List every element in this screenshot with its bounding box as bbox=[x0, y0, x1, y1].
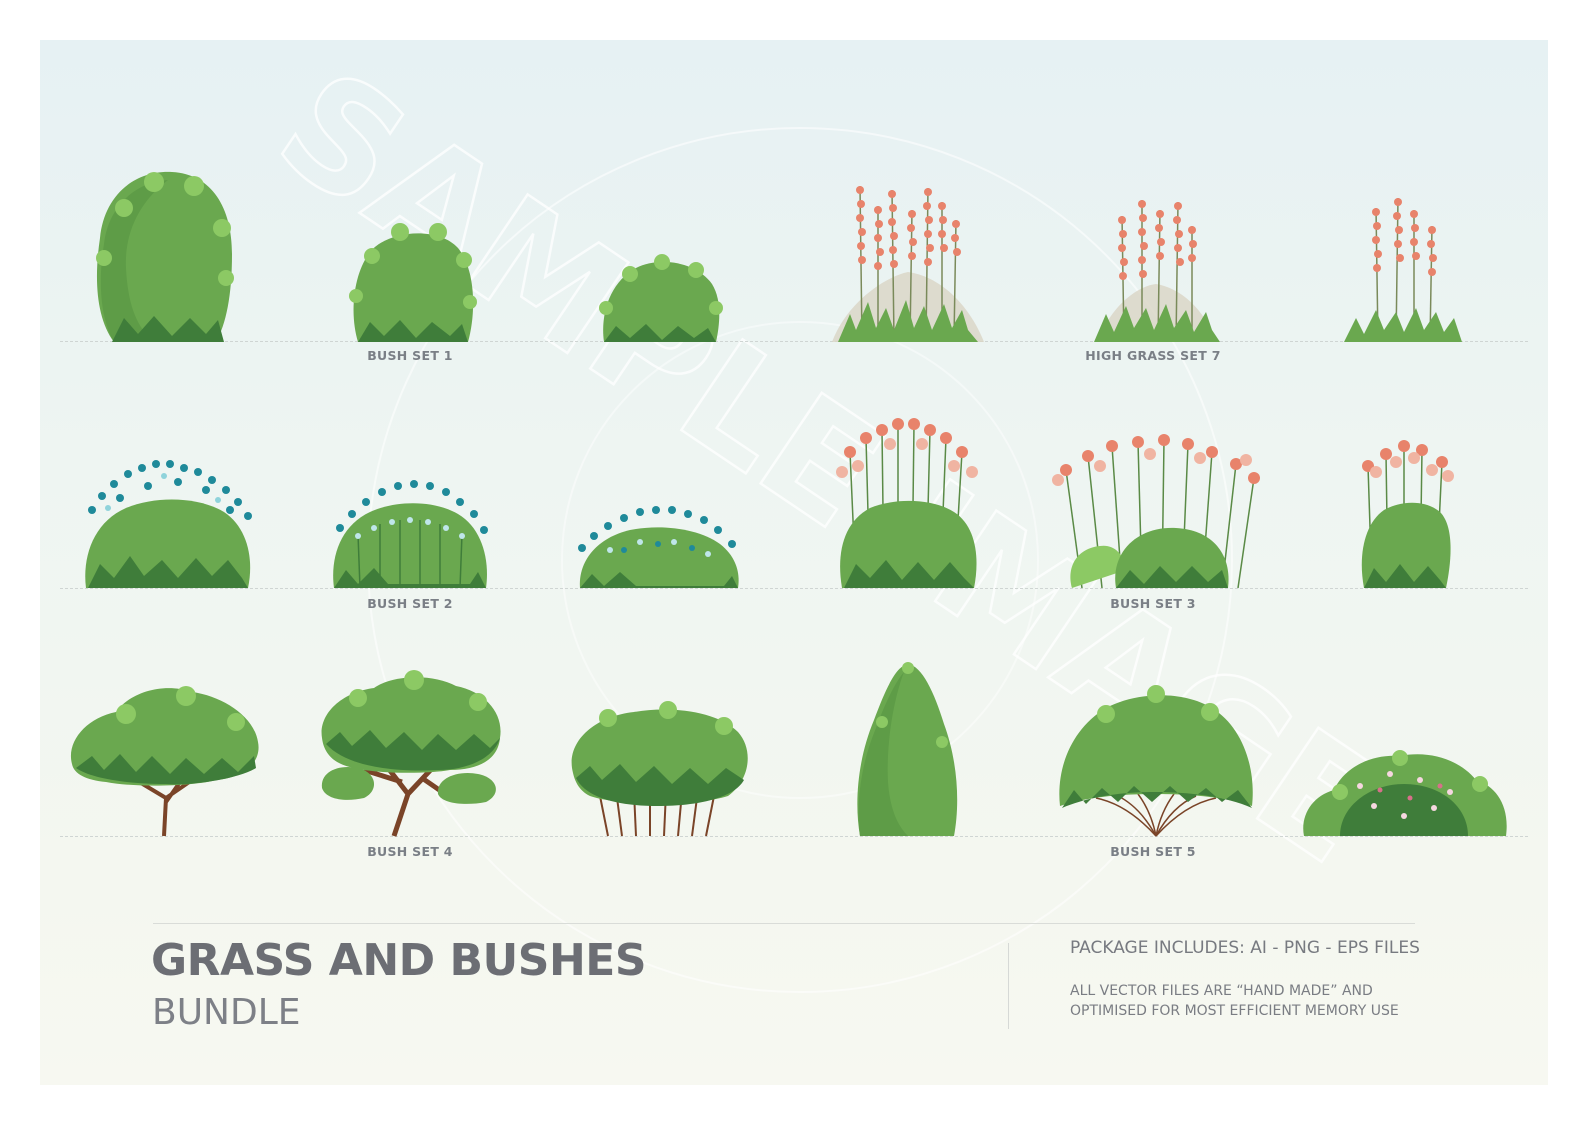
bush-coral-flowers-1 bbox=[836, 412, 982, 590]
sample-watermark: SAMPLE IMAGE bbox=[248, 40, 1409, 993]
ground-line-row2 bbox=[60, 588, 1528, 589]
bush-coral-flowers-3 bbox=[1358, 436, 1454, 590]
package-includes: PACKAGE INCLUDES: AI - PNG - EPS FILES bbox=[1070, 938, 1420, 958]
vector-note-line-1: ALL VECTOR FILES ARE “HAND MADE” AND bbox=[1070, 983, 1373, 999]
ground-line-row1 bbox=[60, 341, 1528, 342]
ground-line-row3 bbox=[60, 836, 1528, 837]
bundle-title: GRASS AND BUSHES bbox=[151, 935, 647, 986]
bush-dome-stems bbox=[1056, 685, 1256, 838]
label-bush-set-1: BUSH SET 1 bbox=[367, 348, 453, 363]
bush-tall-round bbox=[94, 168, 234, 344]
bush-teal-flowers-1 bbox=[78, 460, 258, 590]
high-grass-coral-3 bbox=[1342, 196, 1464, 344]
bush-small-round bbox=[599, 254, 723, 344]
bundle-subtitle: BUNDLE bbox=[152, 992, 301, 1033]
label-bush-set-4: BUSH SET 4 bbox=[367, 844, 453, 859]
vector-note: ALL VECTOR FILES ARE “HAND MADE” AND OPT… bbox=[1070, 981, 1450, 1021]
bush-teal-flowers-2 bbox=[330, 474, 490, 590]
footer-vertical-divider bbox=[1008, 943, 1009, 1029]
small-tree-2 bbox=[318, 670, 504, 838]
bush-low-flowering bbox=[1300, 746, 1510, 838]
label-bush-set-5: BUSH SET 5 bbox=[1110, 844, 1196, 859]
bush-coral-flowers-2 bbox=[1052, 430, 1262, 590]
bush-conical bbox=[854, 662, 960, 838]
label-high-grass-set-7: HIGH GRASS SET 7 bbox=[1085, 348, 1221, 363]
label-bush-set-2: BUSH SET 2 bbox=[367, 596, 453, 611]
small-tree-1 bbox=[66, 682, 262, 838]
bush-wide-stems bbox=[568, 701, 750, 838]
vector-note-line-2: OPTIMISED FOR MOST EFFICIENT MEMORY USE bbox=[1070, 1003, 1399, 1019]
label-bush-set-3: BUSH SET 3 bbox=[1110, 596, 1196, 611]
footer-divider bbox=[153, 923, 1415, 924]
bush-teal-flowers-3 bbox=[574, 504, 744, 590]
poster: SAMPLE IMAGE bbox=[40, 40, 1548, 1085]
high-grass-coral-2 bbox=[1088, 196, 1224, 344]
high-grass-coral-1 bbox=[828, 180, 988, 344]
bush-medium-round bbox=[349, 223, 477, 344]
